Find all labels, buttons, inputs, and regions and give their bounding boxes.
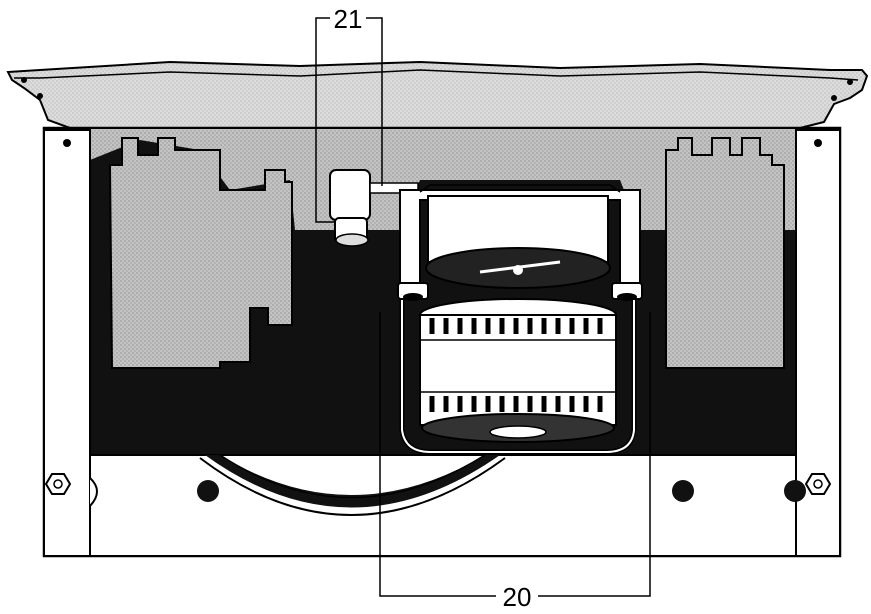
mounting-flange bbox=[6, 60, 869, 129]
left-stepped-block bbox=[108, 137, 293, 369]
callout-20-leader bbox=[379, 312, 651, 597]
lower-apron bbox=[89, 454, 806, 557]
motor-upper-drum bbox=[425, 195, 611, 289]
motor-mount-left-nut bbox=[397, 282, 429, 301]
motor-lower-body bbox=[419, 298, 617, 443]
callout-label-21: 21 bbox=[334, 4, 363, 34]
right-stepped-block bbox=[665, 137, 785, 369]
callout-21-leader bbox=[315, 17, 383, 223]
motor-mount-right-nut bbox=[611, 282, 643, 301]
motor-cradle bbox=[399, 300, 637, 455]
right-hex-nut bbox=[804, 473, 832, 495]
callout-label-20: 20 bbox=[503, 582, 532, 612]
sensor-component bbox=[329, 169, 419, 247]
left-hex-nut bbox=[44, 473, 72, 495]
